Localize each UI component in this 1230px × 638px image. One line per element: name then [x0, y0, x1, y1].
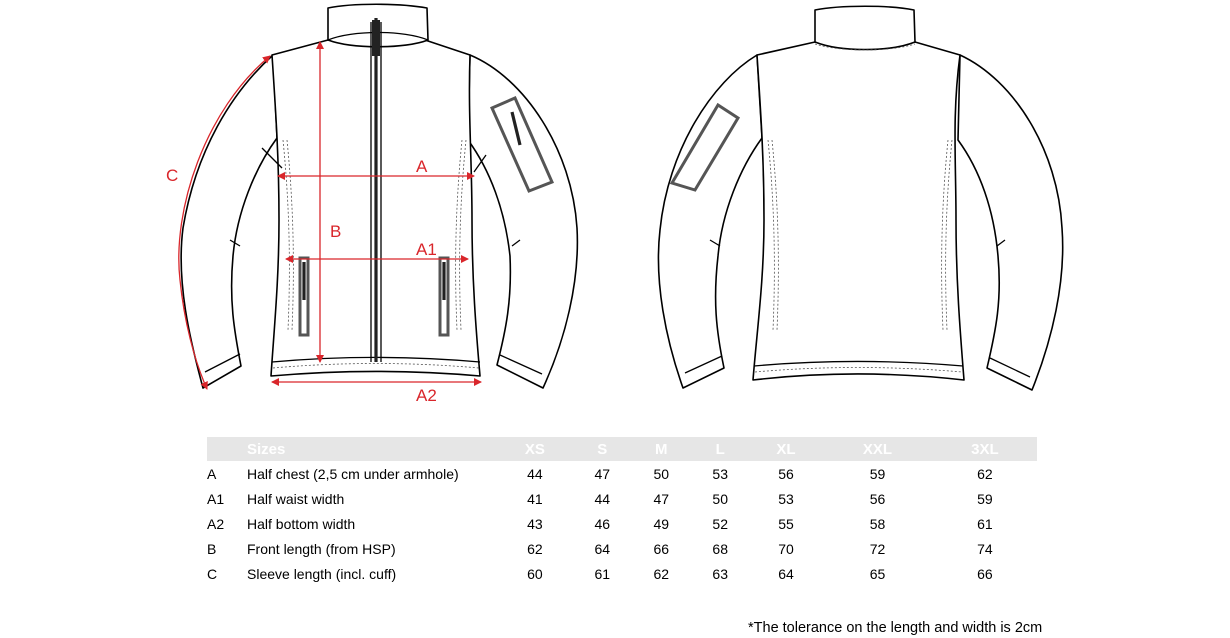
row-value: 72: [869, 540, 886, 557]
jacket-back-view: [657, 5, 1064, 391]
row-value: 41: [527, 490, 543, 507]
row-value: 56: [778, 465, 794, 482]
dim-label-c: C: [166, 166, 178, 185]
row-value: 66: [977, 565, 993, 582]
row-value: 58: [869, 515, 886, 532]
table-row: B Front length (from HSP) 62 64 66 68 70…: [207, 536, 1037, 561]
row-value: 66: [653, 540, 670, 557]
row-value: 60: [527, 565, 543, 582]
row-value: 47: [594, 465, 611, 482]
header-sizes: Sizes: [207, 437, 497, 461]
row-value: 62: [653, 565, 670, 582]
row-value: 68: [712, 540, 728, 557]
table-row: A Half chest (2,5 cm under armhole) 44 4…: [207, 461, 1037, 486]
row-code: A1: [207, 490, 225, 507]
row-value: 59: [977, 490, 993, 507]
jacket-front-view: [180, 3, 579, 389]
row-value: 46: [594, 515, 611, 532]
table-row: C Sleeve length (incl. cuff) 60 61 62 63…: [207, 561, 1037, 586]
row-value: 49: [653, 515, 670, 532]
row-code: B: [207, 540, 217, 557]
row-value: 55: [778, 515, 794, 532]
row-code: C: [207, 565, 218, 582]
header-size: L: [690, 437, 750, 461]
row-value: 65: [869, 565, 886, 582]
header-size: S: [572, 437, 632, 461]
row-value: 44: [594, 490, 611, 507]
row-value: 62: [527, 540, 543, 557]
dim-label-a1: A1: [416, 240, 437, 259]
row-name: Front length (from HSP): [247, 540, 396, 557]
row-value: 50: [712, 490, 728, 507]
table-row: A2 Half bottom width 43 46 49 52 55 58 6…: [207, 511, 1037, 536]
dim-label-a2: A2: [416, 386, 437, 405]
header-size: 3XL: [932, 437, 1037, 461]
row-value: 50: [653, 465, 670, 482]
row-name: Half chest (2,5 cm under armhole): [247, 465, 459, 482]
tolerance-footnote: *The tolerance on the length and width i…: [748, 620, 1043, 636]
header-size: XXL: [822, 437, 933, 461]
header-size: XS: [497, 437, 573, 461]
row-value: 61: [977, 515, 993, 532]
row-value: 52: [712, 515, 728, 532]
row-value: 62: [977, 465, 993, 482]
row-value: 61: [594, 565, 611, 582]
row-code: A2: [207, 515, 225, 532]
row-value: 70: [778, 540, 794, 557]
header-size: XL: [749, 437, 823, 461]
row-name: Half waist width: [247, 490, 345, 507]
row-value: 43: [527, 515, 543, 532]
header-size: M: [631, 437, 691, 461]
row-value: 63: [712, 565, 728, 582]
row-value: 44: [527, 465, 543, 482]
row-value: 59: [869, 465, 886, 482]
dim-label-b: B: [330, 222, 341, 241]
row-value: 53: [712, 465, 728, 482]
table-header-row: Sizes XS S M L XL XXL 3XL: [207, 437, 1037, 461]
row-value: 64: [594, 540, 611, 557]
jacket-technical-drawing: A A1 A2 B C: [166, 3, 1064, 405]
table-row: A1 Half waist width 41 44 47 50 53 56 59: [207, 486, 1037, 511]
row-value: 74: [977, 540, 993, 557]
dim-label-a: A: [416, 157, 428, 176]
row-code: A: [207, 465, 217, 482]
measurement-lines: [178, 41, 482, 390]
row-name: Half bottom width: [247, 515, 356, 532]
row-value: 56: [869, 490, 886, 507]
size-chart-table: Sizes XS S M L XL XXL 3XL A Half chest (…: [207, 437, 1037, 586]
row-value: 53: [778, 490, 794, 507]
row-value: 64: [778, 565, 794, 582]
row-value: 47: [653, 490, 670, 507]
row-name: Sleeve length (incl. cuff): [247, 565, 397, 582]
